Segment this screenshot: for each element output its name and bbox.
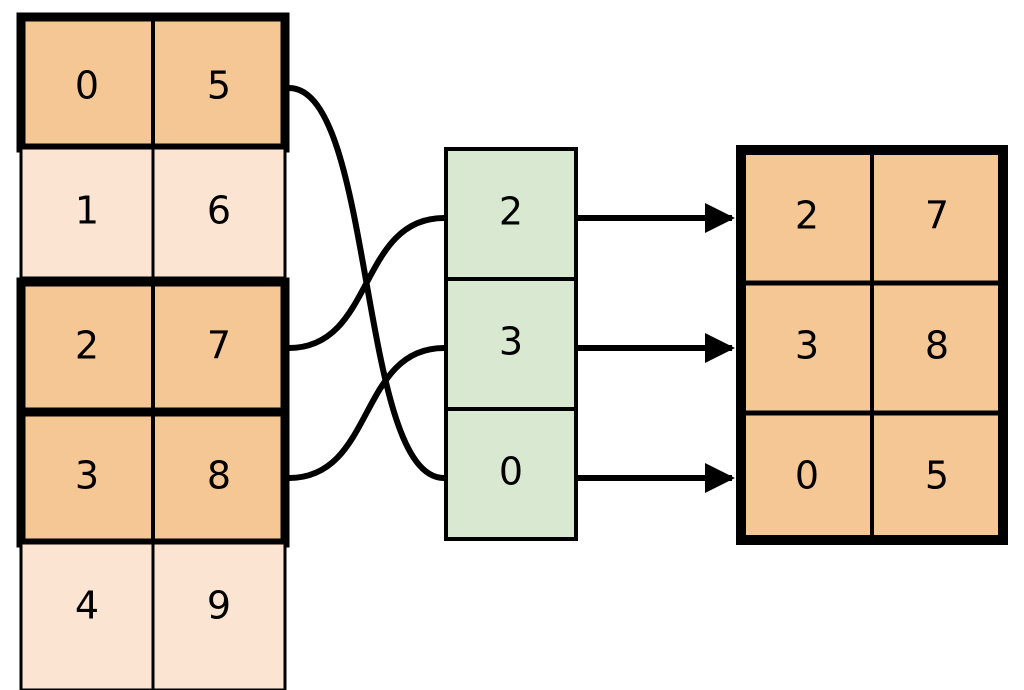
index-cell-2: 0 — [499, 450, 523, 494]
result-cell-1-1: 8 — [925, 324, 949, 368]
source-cell-4-1: 9 — [207, 584, 231, 628]
result-array: 2 7 3 8 0 5 — [736, 145, 1008, 545]
curve-source3-to-index1 — [286, 345, 447, 481]
source-cell-4-0: 4 — [75, 584, 99, 628]
source-row-3[interactable]: 3 8 — [16, 407, 290, 548]
index-row-1[interactable]: 3 — [444, 277, 578, 411]
source-cell-1-1: 6 — [207, 189, 231, 233]
index-array: 2 3 0 — [444, 147, 578, 541]
source-row-0[interactable]: 0 5 — [16, 12, 290, 153]
result-cell-2-0: 0 — [795, 454, 819, 498]
source-cell-1-0: 1 — [75, 189, 99, 233]
result-row-0[interactable]: 2 7 — [795, 194, 949, 238]
source-array: 0 5 1 6 2 7 3 8 — [16, 12, 290, 690]
source-cell-0-1: 5 — [207, 64, 231, 108]
result-arrows — [578, 203, 735, 493]
source-row-4[interactable]: 4 9 — [19, 541, 287, 690]
source-cell-3-0: 3 — [75, 454, 99, 498]
result-cell-2-1: 5 — [925, 454, 949, 498]
source-cell-2-1: 7 — [207, 324, 231, 368]
source-cell-2-0: 2 — [75, 324, 99, 368]
source-row-2[interactable]: 2 7 — [16, 277, 290, 417]
result-cell-0-1: 7 — [925, 194, 949, 238]
index-cell-1: 3 — [499, 320, 523, 364]
source-cell-3-1: 8 — [207, 454, 231, 498]
source-cell-0-0: 0 — [75, 64, 99, 108]
result-cell-0-0: 2 — [795, 194, 819, 238]
index-row-0[interactable]: 2 — [444, 147, 578, 281]
index-row-2[interactable]: 0 — [444, 407, 578, 541]
curve-source2-to-index0 — [286, 215, 447, 351]
gather-curves — [286, 85, 447, 481]
result-row-1[interactable]: 3 8 — [795, 324, 949, 368]
result-row-2[interactable]: 0 5 — [795, 454, 949, 498]
index-row-1-outline — [444, 277, 578, 411]
index-row-0-outline — [444, 147, 578, 281]
index-row-2-outline — [444, 407, 578, 541]
result-cell-1-0: 3 — [795, 324, 819, 368]
source-row-1[interactable]: 1 6 — [19, 146, 287, 280]
index-cell-0: 2 — [499, 190, 523, 234]
